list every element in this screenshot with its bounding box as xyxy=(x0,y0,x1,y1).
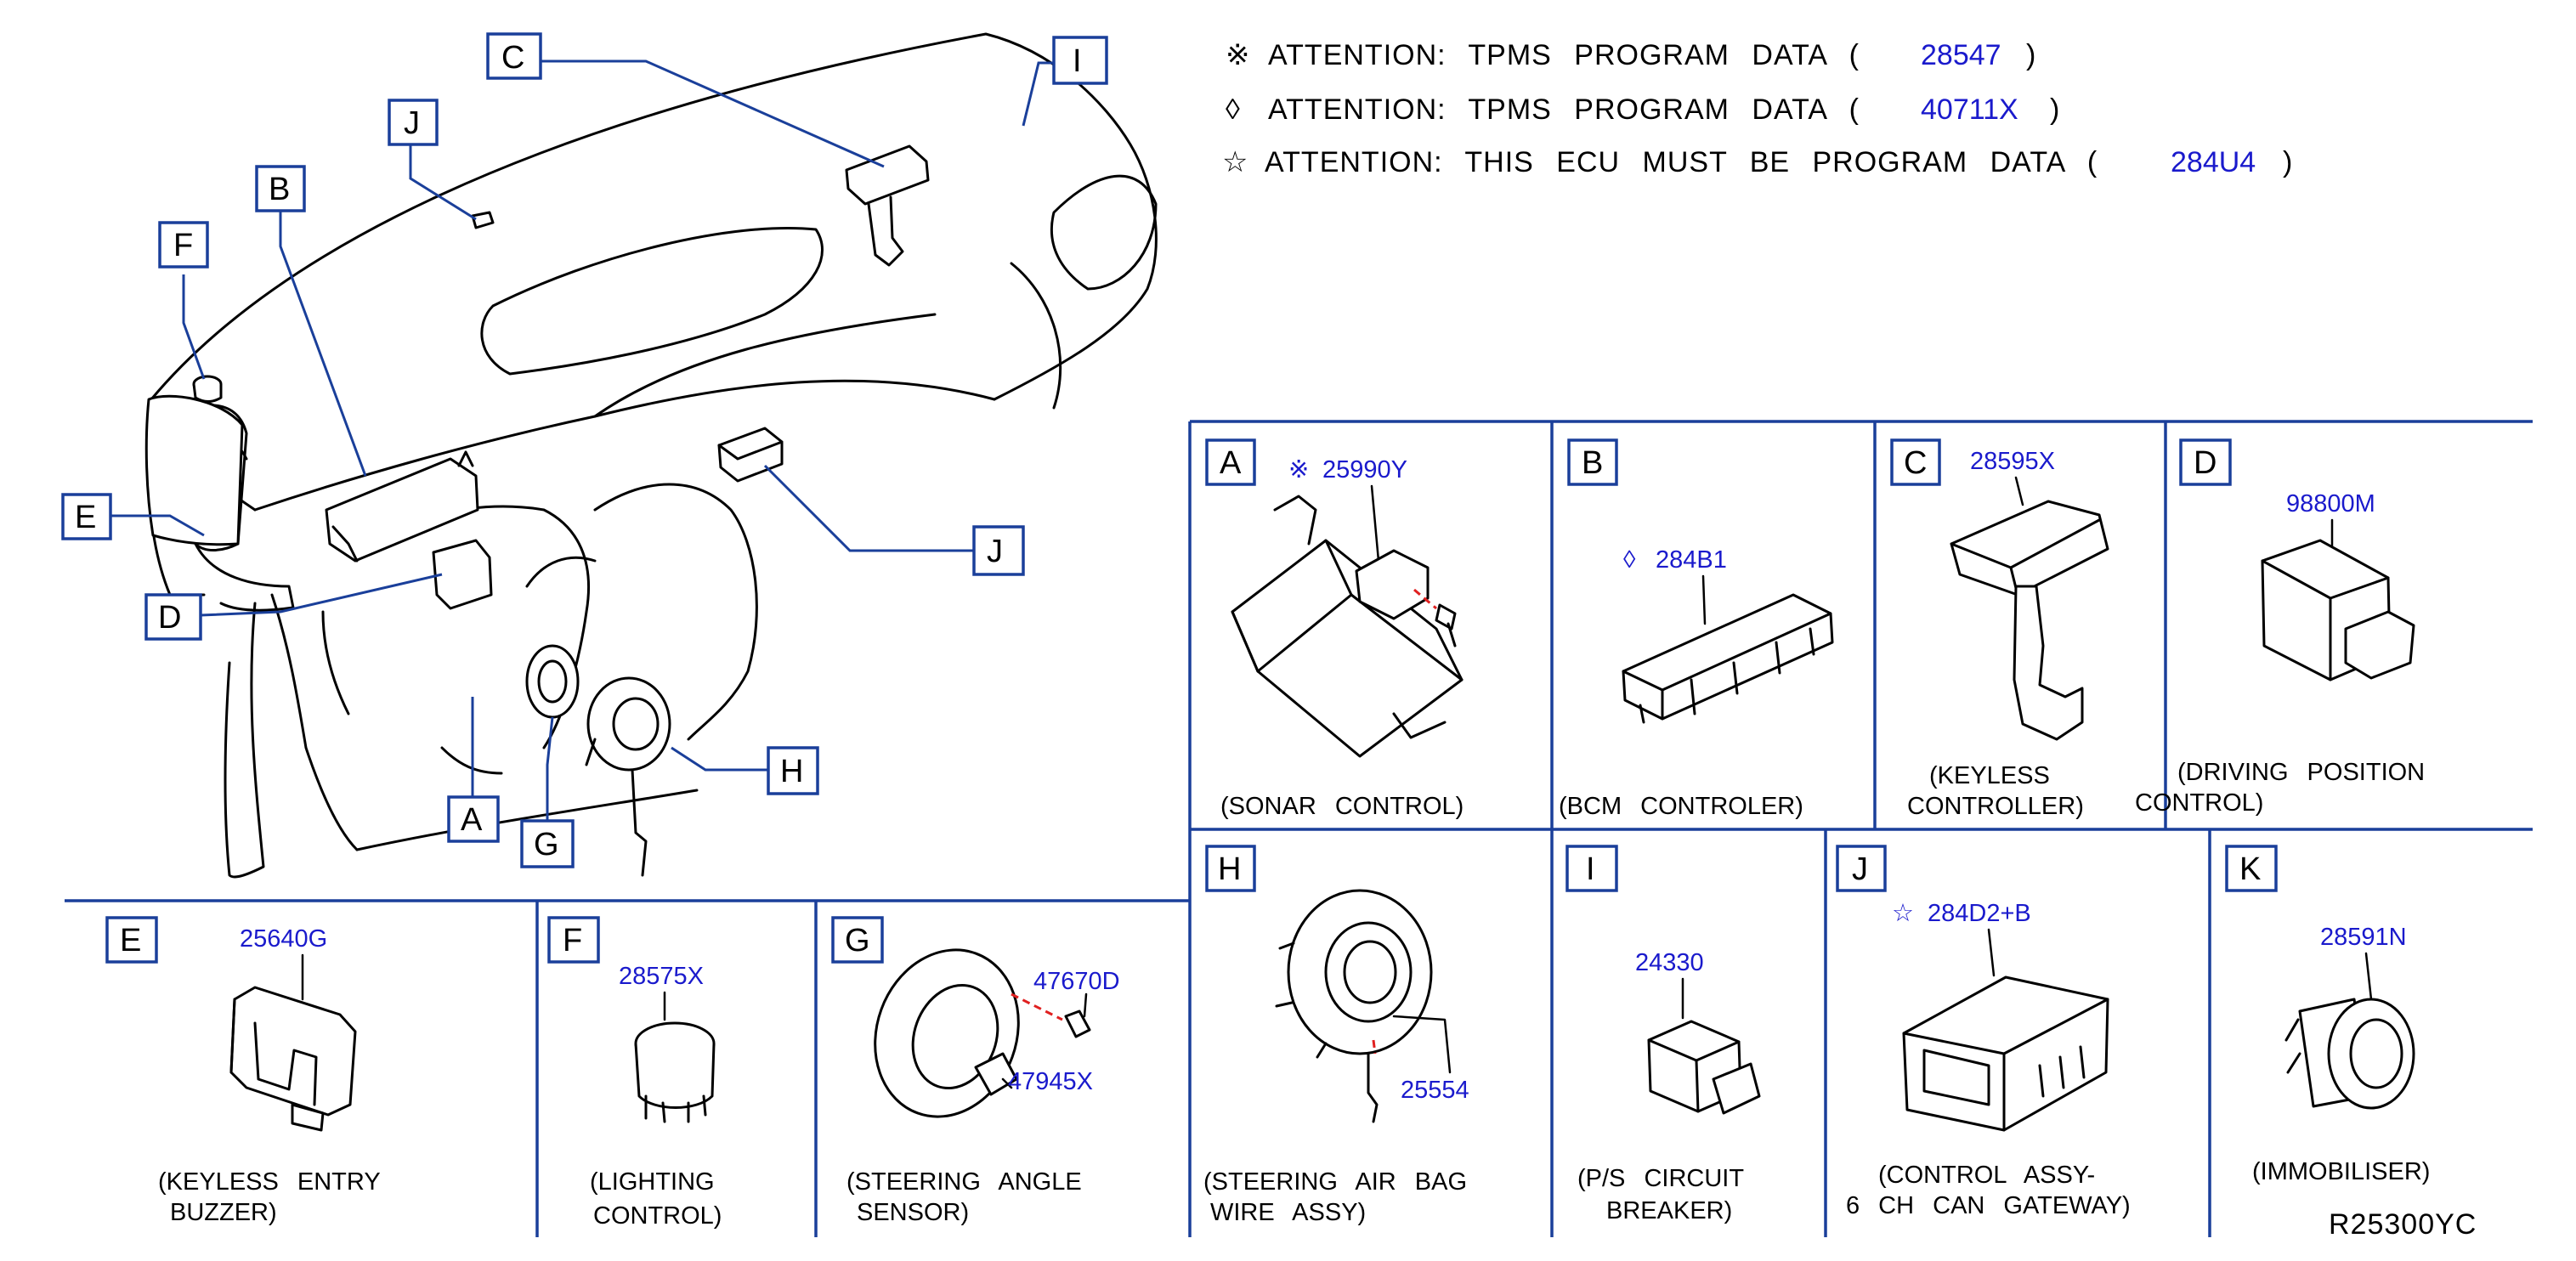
panel-letter: H xyxy=(1218,851,1241,887)
spiral-cable-small xyxy=(586,676,671,772)
panel-letter: G xyxy=(845,923,870,958)
panel-j: J ☆ 284D2+B (CONTROL ASSY- 6 CH CAN GATE… xyxy=(1836,845,2131,1219)
panel-i: I 24330 (P/S CIRCUIT BREAKER) xyxy=(1565,845,1761,1224)
part-number: 98800M xyxy=(2286,490,2375,517)
panel-letter: D xyxy=(2194,445,2216,481)
attention-close: ) xyxy=(2026,39,2036,71)
dashboard-parts xyxy=(144,144,930,877)
part-number: 28575X xyxy=(619,963,704,990)
panel-b: B ◊ 284B1 (BCM CONTROLER) xyxy=(1559,438,1834,820)
panel-letter: I xyxy=(1586,851,1595,887)
panel-caption: (DRIVING POSITION xyxy=(2177,759,2425,786)
panel-caption: (KEYLESS ENTRY xyxy=(158,1168,381,1196)
attention-close: ) xyxy=(2050,93,2060,126)
attention-close: ) xyxy=(2283,146,2293,178)
callout-h: H xyxy=(780,754,803,789)
part-number: 28595X xyxy=(1970,448,2055,475)
overview-callouts: C I J B F E D J A G H xyxy=(61,32,1108,868)
part-number: 25554 xyxy=(1401,1077,1469,1104)
part-number: 24330 xyxy=(1635,949,1704,976)
callout-g: G xyxy=(534,827,559,862)
part-number-2: 47945X xyxy=(1008,1068,1093,1095)
attention-notes: ※ ATTENTION: TPMS PROGRAM DATA ( 28547 )… xyxy=(1222,39,2293,178)
panel-letter: E xyxy=(120,923,141,958)
panel-letter: J xyxy=(1852,851,1868,887)
panel-caption: (LIGHTING xyxy=(590,1168,715,1196)
panel-a: A ※ 25990Y (SONAR CONTROL) xyxy=(1205,438,1464,820)
panel-caption: 6 CH CAN GATEWAY) xyxy=(1846,1192,2131,1219)
spiral-cable-body xyxy=(1287,889,1433,1055)
panel-caption: (BCM CONTROLER) xyxy=(1559,793,1803,820)
panel-mark: ※ xyxy=(1288,456,1309,483)
panel-caption: BREAKER) xyxy=(1606,1197,1732,1224)
callout-b: B xyxy=(269,172,290,207)
bcm-body xyxy=(1622,593,1834,721)
panel-letter: K xyxy=(2239,851,2261,887)
steering-sensor-small xyxy=(525,644,580,719)
callout-c: C xyxy=(501,40,524,76)
panel-caption: CONTROL) xyxy=(593,1202,722,1230)
attention-code: 40711X xyxy=(1921,93,2018,126)
panel-k: K 28591N (IMMOBILISER) xyxy=(2225,845,2430,1185)
part-number: 284D2+B xyxy=(1928,900,2031,927)
callout-d: D xyxy=(158,600,181,636)
attention-code: 28547 xyxy=(1921,39,2001,71)
callout-j-top: J xyxy=(404,105,420,141)
panel-mark: ◊ xyxy=(1623,546,1636,574)
panel-letter: F xyxy=(563,923,582,958)
part-number: 47670D xyxy=(1033,968,1120,995)
attention-text: ATTENTION: TPMS PROGRAM DATA ( xyxy=(1268,39,1860,71)
panel-caption: CONTROL) xyxy=(2135,789,2263,817)
attention-code: 284U4 xyxy=(2171,146,2256,178)
panel-e: E 25640G (KEYLESS ENTRY BUZZER) xyxy=(105,916,381,1226)
panel-caption: (STEERING AIR BAG xyxy=(1203,1168,1467,1196)
attention-text: ATTENTION: THIS ECU MUST BE PROGRAM DATA… xyxy=(1265,146,2098,178)
reference-code: R25300YC xyxy=(2329,1208,2477,1241)
panel-h: H 25554 (STEERING AIR BAG WIRE ASSY) xyxy=(1203,845,1469,1226)
panel-d: D 98800M (DRIVING POSITION CONTROL) xyxy=(2135,438,2425,817)
part-number: 25990Y xyxy=(1322,456,1407,483)
callout-j-right: J xyxy=(987,534,1003,569)
panel-c: C 28595X (KEYLESS CONTROLLER) xyxy=(1890,438,2109,820)
panel-caption: BUZZER) xyxy=(170,1199,277,1226)
panel-caption: CONTROLLER) xyxy=(1907,793,2084,820)
callout-f: F xyxy=(173,228,193,263)
overview-leaders xyxy=(109,59,1054,821)
panel-caption: (STEERING ANGLE xyxy=(846,1168,1082,1196)
panel-g: G 47670D 47945X (STEERING ANGLE SENSOR) xyxy=(831,916,1120,1226)
panel-caption: (SONAR CONTROL) xyxy=(1220,793,1464,820)
callout-e: E xyxy=(75,500,96,535)
panel-caption: (IMMOBILISER) xyxy=(2252,1158,2430,1185)
callout-i: I xyxy=(1073,43,1082,79)
keyless-controller-body xyxy=(1950,500,2109,597)
panel-grid xyxy=(65,420,2533,1237)
callout-a: A xyxy=(461,802,483,838)
part-number: 284B1 xyxy=(1656,546,1727,574)
part-number: 25640G xyxy=(240,925,327,953)
attention-symbol: ※ xyxy=(1226,39,1251,71)
panel-caption: (KEYLESS xyxy=(1929,762,2050,789)
panel-caption: SENSOR) xyxy=(857,1199,969,1226)
panel-letter: A xyxy=(1220,445,1242,481)
part-number: 28591N xyxy=(2320,924,2407,951)
attention-text: ATTENTION: TPMS PROGRAM DATA ( xyxy=(1268,93,1860,126)
attention-symbol: ☆ xyxy=(1222,146,1248,178)
panel-caption: WIRE ASSY) xyxy=(1210,1199,1366,1226)
panel-mark: ☆ xyxy=(1892,900,1914,927)
panel-caption: (CONTROL ASSY- xyxy=(1878,1162,2095,1189)
panel-caption: (P/S CIRCUIT xyxy=(1577,1165,1744,1192)
panel-letter: C xyxy=(1904,445,1927,481)
panel-letter: B xyxy=(1582,445,1603,481)
attention-symbol: ◊ xyxy=(1226,93,1241,126)
panel-f: F 28575X (LIGHTING CONTROL) xyxy=(547,916,722,1230)
